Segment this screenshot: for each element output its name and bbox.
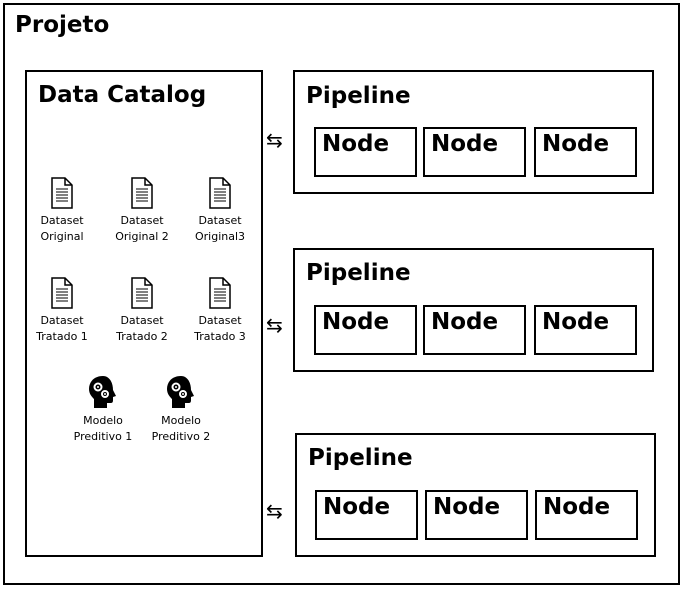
pipeline-title: Pipeline (308, 445, 413, 471)
node-label: Node (433, 494, 501, 520)
pipeline-node: Node (423, 305, 526, 355)
project-title: Projeto (15, 12, 110, 38)
document-icon (131, 177, 153, 209)
data-catalog-title: Data Catalog (38, 82, 207, 108)
node-label: Node (543, 494, 611, 520)
bidirectional-arrows-icon: ⇆ (266, 128, 283, 152)
dataset-item: Dataset Tratado 1 (22, 277, 102, 345)
pipeline-node: Node (314, 305, 417, 355)
dataset-label: Dataset Original (40, 214, 84, 243)
pipeline-node: Node (534, 305, 637, 355)
pipeline-title: Pipeline (306, 83, 411, 109)
dataset-label: Dataset Original3 (194, 214, 246, 243)
dataset-item: Dataset Tratado 2 (102, 277, 182, 345)
head-gears-icon (89, 376, 116, 408)
node-label: Node (323, 494, 391, 520)
dataset-item: Dataset Original3 (180, 177, 260, 245)
node-label: Node (542, 131, 610, 157)
bidirectional-arrows-icon: ⇆ (266, 499, 283, 523)
dataset-label: Dataset Original 2 (115, 214, 169, 243)
head-gears-icon (167, 376, 194, 408)
dataset-label: Dataset Tratado 1 (36, 314, 88, 343)
document-icon (209, 277, 231, 309)
pipeline-node: Node (534, 127, 637, 177)
model-label: Modelo Preditivo 2 (151, 414, 211, 443)
node-label: Node (542, 309, 610, 335)
node-label: Node (322, 131, 390, 157)
pipeline-node: Node (535, 490, 638, 540)
document-icon (209, 177, 231, 209)
dataset-item: Dataset Tratado 3 (180, 277, 260, 345)
dataset-label: Dataset Tratado 2 (116, 314, 168, 343)
node-label: Node (431, 131, 499, 157)
pipeline-node: Node (425, 490, 528, 540)
document-icon (51, 177, 73, 209)
bidirectional-arrows-icon: ⇆ (266, 313, 283, 337)
pipeline-node: Node (314, 127, 417, 177)
model-item: Modelo Preditivo 1 (63, 375, 143, 445)
dataset-item: Dataset Original (22, 177, 102, 245)
model-label: Modelo Preditivo 1 (73, 414, 133, 443)
model-item: Modelo Preditivo 2 (141, 375, 221, 445)
document-icon (131, 277, 153, 309)
data-catalog-panel (25, 70, 263, 557)
pipeline-node: Node (423, 127, 526, 177)
pipeline-node: Node (315, 490, 418, 540)
node-label: Node (431, 309, 499, 335)
pipeline-title: Pipeline (306, 260, 411, 286)
document-icon (51, 277, 73, 309)
dataset-label: Dataset Tratado 3 (194, 314, 246, 343)
node-label: Node (322, 309, 390, 335)
dataset-item: Dataset Original 2 (102, 177, 182, 245)
